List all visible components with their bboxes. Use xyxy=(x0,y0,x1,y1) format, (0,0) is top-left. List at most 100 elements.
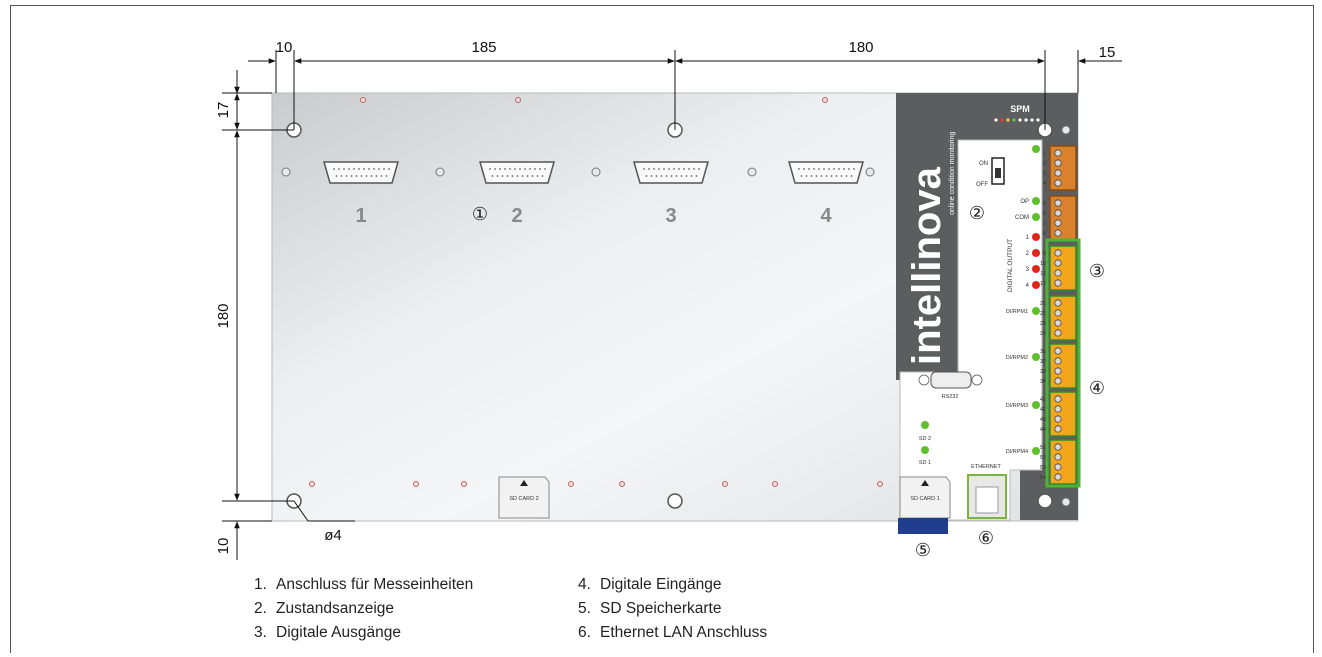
dimension-lines-top xyxy=(248,50,1122,130)
terminal-number: 4 xyxy=(1043,181,1046,187)
dimension-lines-left xyxy=(222,70,355,560)
rs232-port[interactable] xyxy=(930,371,972,389)
rpm-led-label: DI/RPM2 xyxy=(1006,355,1028,361)
legend-item: 6.Ethernet LAN Anschluss xyxy=(578,624,768,641)
com-led xyxy=(1032,213,1040,221)
dim-top-span-2: 180 xyxy=(848,39,873,56)
legend-item: 2.Zustandsanzeige xyxy=(254,600,395,617)
rs232-label: RS232 xyxy=(942,394,959,400)
callout-4: ④ xyxy=(1089,378,1105,398)
terminal-number: 7 xyxy=(1043,221,1046,227)
sd-card-2-label: SD CARD 2 xyxy=(509,496,538,502)
terminal-number: 53 xyxy=(1040,465,1046,471)
callout-numbers: ① ② ③ ④ ⑤ ⑥ xyxy=(472,203,1105,560)
power-off-label: OFF xyxy=(976,182,988,188)
terminal-number: 54 xyxy=(1040,475,1046,481)
sd-card xyxy=(898,518,948,534)
dim-left-top-margin: 17 xyxy=(215,102,232,119)
db25-connector[interactable] xyxy=(479,161,555,184)
connector-number: 2 xyxy=(511,205,522,227)
terminal-block[interactable] xyxy=(1049,343,1077,389)
terminal-number: 24 xyxy=(1040,331,1046,337)
rpm-led xyxy=(1032,401,1040,409)
com-led-label: COM xyxy=(1015,215,1029,221)
brand-logo: intellinova xyxy=(905,166,949,365)
terminal-number: 23 xyxy=(1040,321,1046,327)
rpm-led xyxy=(1032,447,1040,455)
terminal-number: 31 xyxy=(1040,349,1046,355)
terminal-number: 3 xyxy=(1043,171,1046,177)
terminal-number: 34 xyxy=(1040,379,1046,385)
do-led xyxy=(1032,281,1040,289)
do-led-label: 4 xyxy=(1026,283,1030,289)
callout-1: ① xyxy=(472,204,488,224)
do-led-label: 1 xyxy=(1026,235,1030,241)
terminal-number: 44 xyxy=(1040,427,1046,433)
terminal-number: 2 xyxy=(1043,161,1046,167)
legend-item: 3.Digitale Ausgänge xyxy=(254,624,401,641)
rpm-led-label: DI/RPM3 xyxy=(1006,403,1028,409)
callout-5: ⑤ xyxy=(915,540,931,560)
brand-tagline: online condition monitoring xyxy=(949,132,956,215)
terminal-block[interactable] xyxy=(1049,295,1077,341)
terminal-number: 5 xyxy=(1043,201,1046,207)
op-led-label: OP xyxy=(1020,199,1029,205)
terminal-blocks: 1234567891011122122232431323334414243445… xyxy=(1040,145,1081,488)
terminal-block[interactable] xyxy=(1049,195,1077,241)
legend-right: 4.Digitale Eingänge 5.SD Speicherkarte 6… xyxy=(578,573,767,645)
db25-connector[interactable] xyxy=(788,161,864,184)
sd-card-1-label: SD CARD 1 xyxy=(910,496,939,502)
terminal-number: 41 xyxy=(1040,397,1046,403)
callout-2: ② xyxy=(969,203,985,223)
rpm-led-label: DI/RPM1 xyxy=(1006,309,1028,315)
mounting-holes xyxy=(286,122,1053,509)
terminal-number: 42 xyxy=(1040,407,1046,413)
terminal-number: 9 xyxy=(1043,251,1046,257)
rpm-led xyxy=(1032,307,1040,315)
terminal-number: 33 xyxy=(1040,369,1046,375)
dim-top-right-margin: 15 xyxy=(1099,44,1116,61)
sd-card-2-slot[interactable] xyxy=(498,476,550,519)
terminal-number: 32 xyxy=(1040,359,1046,365)
terminal-block[interactable] xyxy=(1049,391,1077,437)
db25-connector[interactable] xyxy=(323,161,399,184)
ethernet-label: ETHERNET xyxy=(971,464,1001,470)
power-led xyxy=(1032,145,1040,153)
legend-item: 1.Anschluss für Messeinheiten xyxy=(254,576,474,593)
input-block-frame xyxy=(1045,238,1081,488)
do-led xyxy=(1032,233,1040,241)
legend-item: 4.Digitale Eingänge xyxy=(578,576,722,593)
terminal-number: 8 xyxy=(1043,231,1046,237)
sd-card-1-slot[interactable] xyxy=(899,476,951,519)
terminal-number: 22 xyxy=(1040,311,1046,317)
db25-connector[interactable] xyxy=(633,161,709,184)
terminal-block[interactable] xyxy=(1049,439,1077,485)
terminal-block[interactable] xyxy=(1049,245,1077,291)
sd1-led-label: SD 1 xyxy=(919,460,931,466)
dim-hole-diameter: ø4 xyxy=(324,527,342,544)
op-led xyxy=(1032,197,1040,205)
rpm-led xyxy=(1032,353,1040,361)
connector-number: 3 xyxy=(665,205,676,227)
power-switch-lever xyxy=(995,168,1001,178)
dim-left-bottom-margin: 10 xyxy=(215,538,232,555)
digital-output-title: DIGITAL OUTPUT xyxy=(1007,239,1014,292)
rivets xyxy=(309,97,883,487)
model-led-strip xyxy=(994,118,1040,122)
terminal-number: 21 xyxy=(1040,301,1046,307)
do-led-label: 2 xyxy=(1026,251,1030,257)
terminal-block[interactable] xyxy=(1049,145,1077,191)
sd2-led-label: SD 2 xyxy=(919,436,931,442)
power-on-label: ON xyxy=(979,161,988,167)
terminal-number: 43 xyxy=(1040,417,1046,423)
terminal-number: 51 xyxy=(1040,445,1046,451)
dim-left-height: 180 xyxy=(215,303,232,328)
terminal-number: 1 xyxy=(1043,151,1046,157)
screws xyxy=(281,125,1071,507)
terminal-number: 52 xyxy=(1040,455,1046,461)
dim-top-span-1: 185 xyxy=(471,39,496,56)
terminal-number: 11 xyxy=(1040,271,1046,277)
